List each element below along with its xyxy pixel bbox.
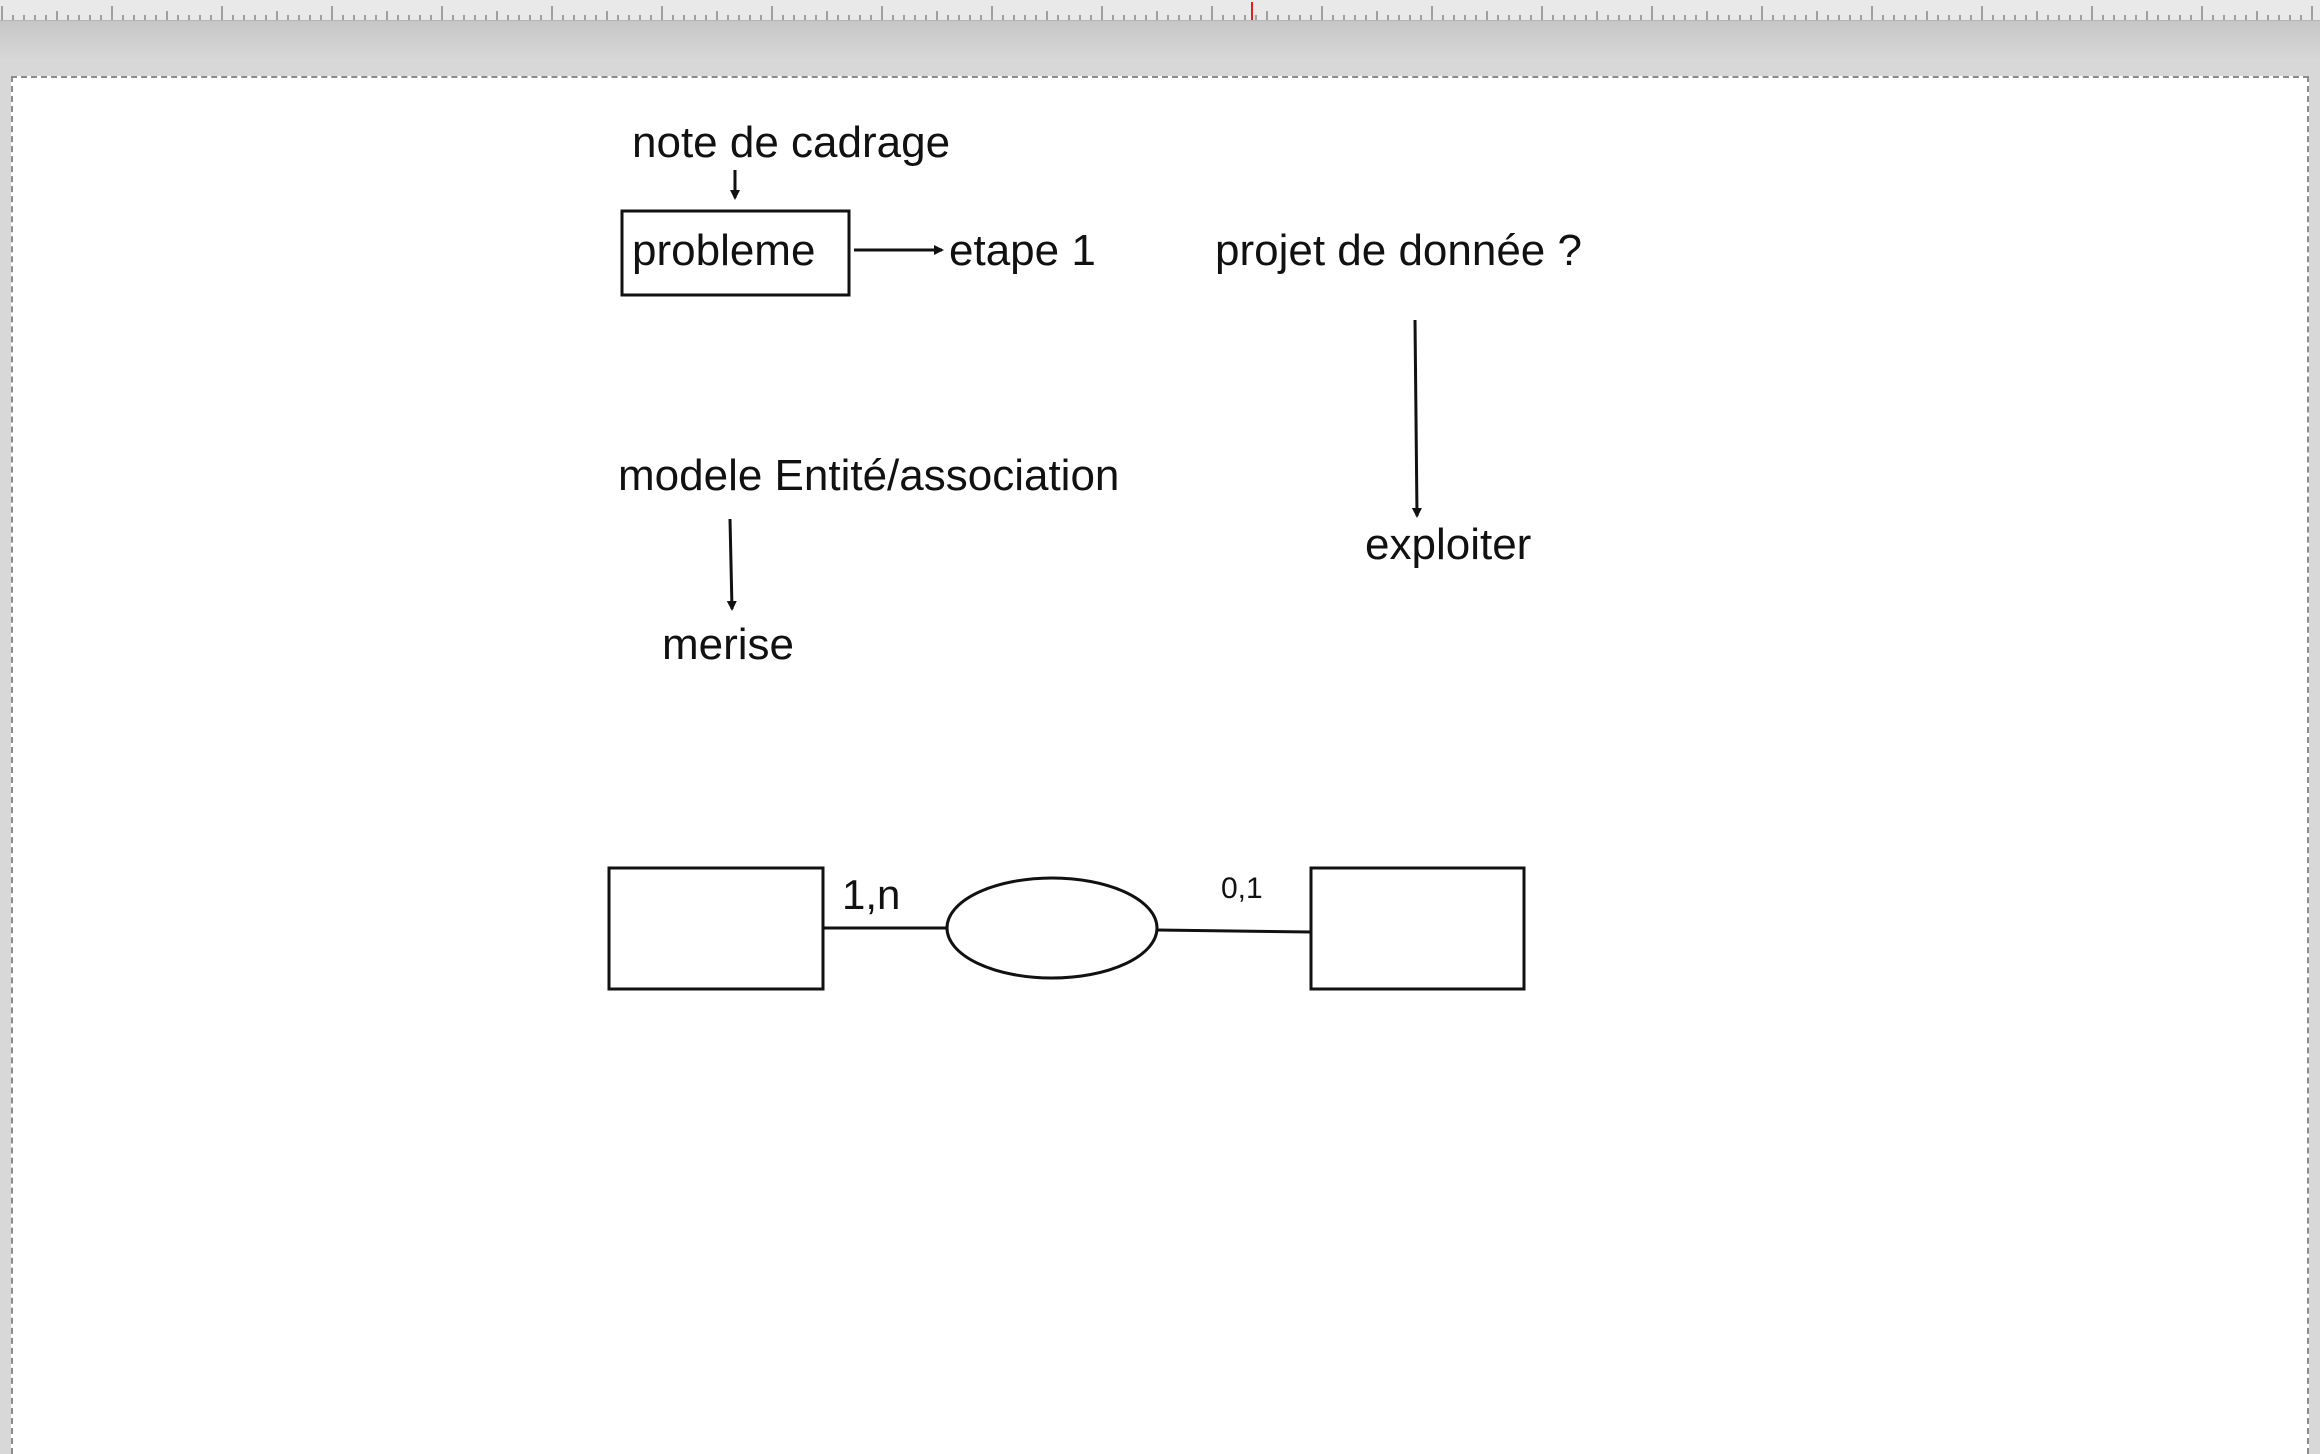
merise-label[interactable]: merise [662,620,794,669]
cardinality-left[interactable]: 1,n [842,871,900,918]
etape-label[interactable]: etape 1 [949,226,1096,275]
ruler-ticks [1,2,2313,20]
association-ellipse[interactable] [945,876,1159,980]
arrow-projet-to-exploiter[interactable] [1411,319,1422,518]
diagram-canvas[interactable]: note de cadrage probleme etape 1 projet … [13,78,2307,1454]
entity-left[interactable] [607,866,825,991]
projet-label[interactable]: projet de donnée ? [1215,226,1582,275]
note-de-cadrage-label[interactable]: note de cadrage [632,118,950,167]
entity-right[interactable] [1309,866,1526,991]
probleme-label[interactable]: probleme [632,226,815,275]
arrow-modele-to-merise[interactable] [726,518,737,611]
exploiter-label[interactable]: exploiter [1365,520,1531,569]
modele-label[interactable]: modele Entité/association [618,451,1119,500]
horizontal-ruler[interactable] [0,0,2320,21]
cardinality-right[interactable]: 0,1 [1221,872,1263,905]
drawing-page[interactable]: note de cadrage probleme etape 1 projet … [11,76,2309,1454]
probleme-box[interactable] [620,209,851,297]
link-right[interactable] [1156,928,1312,934]
